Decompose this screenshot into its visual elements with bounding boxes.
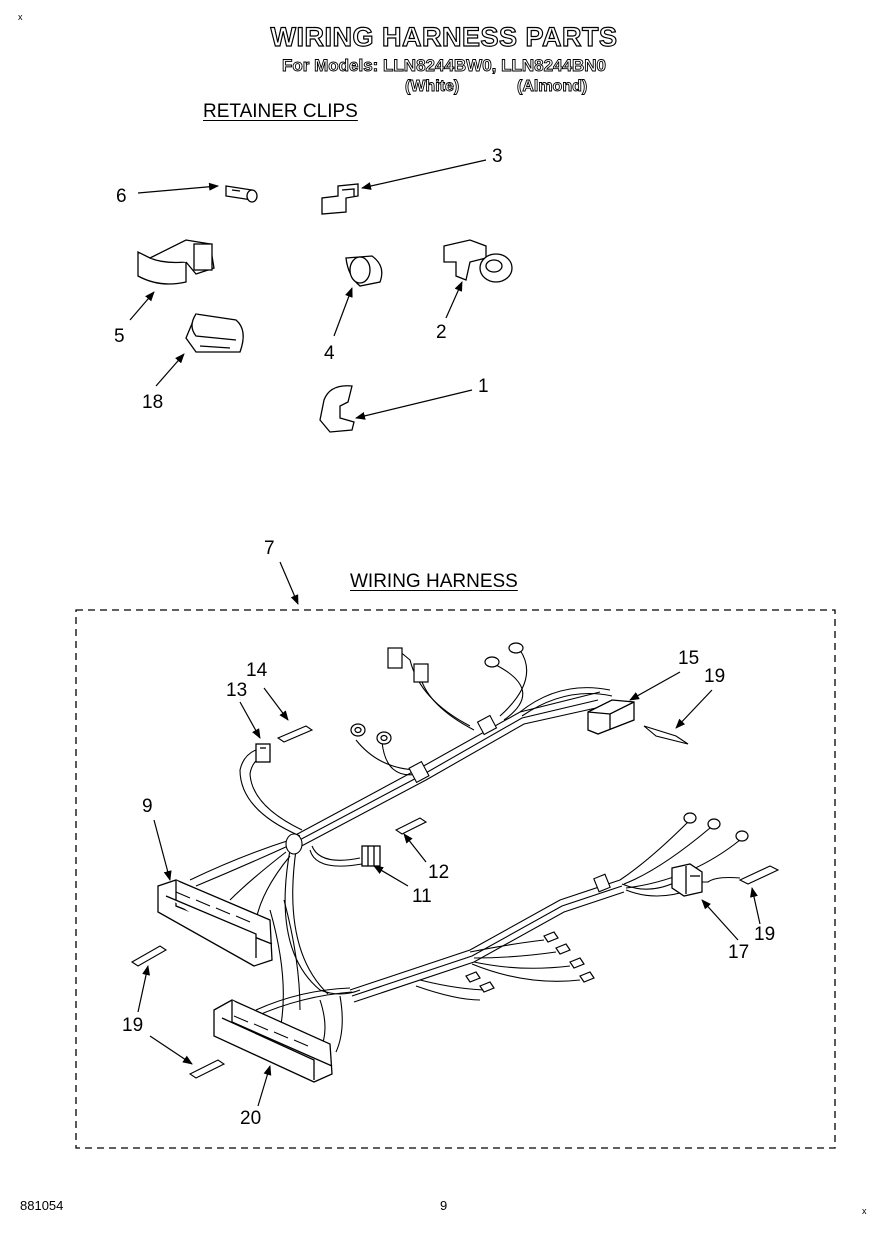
callout-13: 13 — [226, 680, 248, 701]
wiring-harness-heading: WIRING HARNESS — [350, 571, 518, 592]
models-line: For Models: LLN8244BW0, LLN8244BN0 — [281, 56, 607, 76]
clip-part-3 — [321, 183, 359, 215]
terminal-part-12 — [394, 817, 428, 835]
clip-part-6 — [225, 185, 258, 203]
leader-20 — [257, 1065, 272, 1107]
harness-sleeve — [593, 873, 611, 893]
clip-part-5 — [137, 239, 215, 285]
retainer-clips-heading: RETAINER CLIPS — [203, 101, 358, 122]
leader-1 — [355, 389, 473, 420]
callout-11: 11 — [412, 886, 432, 907]
footer-page-number: 9 — [440, 1198, 448, 1213]
clip-part-4 — [345, 255, 383, 287]
callout-17: 17 — [728, 942, 750, 963]
callout-6: 6 — [116, 186, 127, 207]
callout-5: 5 — [114, 326, 125, 347]
connector-part-15 — [587, 699, 635, 735]
leader-9 — [153, 819, 172, 881]
corner-mark-top-left: x — [18, 12, 23, 22]
variant-almond: (Almond) — [517, 78, 588, 96]
harness-sleeve — [408, 760, 430, 784]
leader-18 — [155, 353, 185, 387]
terminal-part-19-right-top — [643, 725, 689, 745]
terminal-part-14 — [276, 725, 314, 743]
leader-4 — [333, 287, 353, 337]
clip-part-18 — [185, 313, 244, 353]
terminal-part-19-left-top — [130, 945, 168, 967]
callout-18: 18 — [142, 392, 164, 413]
leader-7 — [279, 561, 299, 605]
callout-3: 3 — [492, 146, 503, 167]
terminal-part-19-left-bottom — [188, 1059, 226, 1079]
callout-19-left: 19 — [122, 1015, 144, 1036]
callout-20: 20 — [240, 1108, 262, 1129]
connector-part-20 — [213, 999, 333, 1083]
connector-part-17 — [671, 863, 703, 897]
callout-2: 2 — [436, 322, 447, 343]
leader-14 — [263, 687, 289, 721]
callout-12: 12 — [428, 862, 450, 883]
leader-3 — [361, 159, 487, 190]
leader-17 — [701, 899, 739, 941]
harness-sleeve — [285, 833, 303, 855]
callout-19-right: 19 — [754, 924, 776, 945]
leader-19-left — [137, 965, 150, 1013]
clip-part-2 — [443, 239, 513, 283]
callout-19-top: 19 — [704, 666, 726, 687]
leader-15 — [629, 671, 681, 701]
callout-4: 4 — [324, 343, 335, 364]
leader-12 — [403, 833, 427, 863]
callout-15: 15 — [678, 648, 700, 669]
footer-doc-number: 881054 — [20, 1198, 64, 1213]
connector-part-9 — [157, 879, 273, 967]
leader-13 — [239, 701, 261, 739]
variant-white: (White) — [405, 78, 460, 96]
callout-1: 1 — [478, 376, 489, 397]
harness-plugs-upper — [350, 642, 524, 745]
page-title: WIRING HARNESS PARTS — [270, 21, 618, 52]
leader-11 — [373, 865, 409, 887]
leader-6 — [137, 182, 219, 194]
connector-part-11 — [361, 845, 381, 867]
terminal-part-19-right — [738, 865, 780, 885]
harness-frame — [75, 609, 836, 1149]
callout-14: 14 — [246, 660, 268, 681]
clip-part-1 — [319, 385, 355, 433]
leader-2 — [445, 281, 463, 319]
leader-19-left-bottom — [149, 1035, 193, 1065]
leader-19-top — [675, 689, 713, 729]
leader-5 — [129, 291, 155, 321]
harness-wires — [189, 649, 741, 1053]
connector-part-13 — [255, 743, 271, 763]
corner-mark-bottom-right: x — [862, 1206, 867, 1216]
leader-19-right — [750, 887, 761, 925]
harness-terminals-lower — [465, 812, 749, 993]
harness-sleeve — [476, 714, 498, 736]
callout-9: 9 — [142, 796, 153, 817]
callout-7: 7 — [264, 538, 275, 559]
